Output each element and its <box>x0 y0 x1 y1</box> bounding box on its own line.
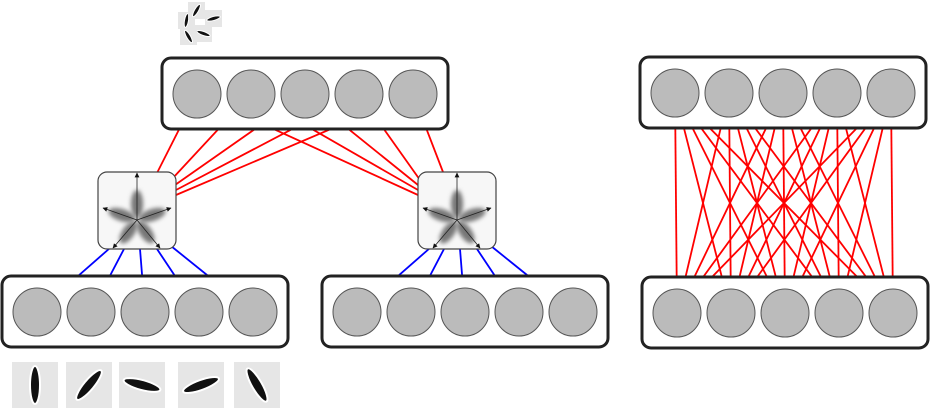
unit-node <box>760 288 810 338</box>
tuning-lobe <box>119 221 138 244</box>
oriented-bar-patch-icon <box>119 362 165 408</box>
unit-node <box>120 287 170 337</box>
unit-node <box>706 288 756 338</box>
oriented-bar <box>245 367 269 403</box>
unit-node <box>172 69 222 119</box>
unit-node <box>650 68 700 118</box>
oriented-bar <box>182 375 220 395</box>
oriented-bar <box>206 15 221 22</box>
tuning-lobe <box>138 207 166 223</box>
arrow-icon <box>136 207 172 221</box>
unit-node <box>228 287 278 337</box>
unit-node <box>494 287 544 337</box>
unit-node <box>868 288 918 338</box>
tuning-lobe <box>428 207 456 223</box>
oriented-bar-patch-icon <box>66 362 112 408</box>
orientation-pooling-icon <box>97 171 177 250</box>
oriented-bar-patch-icon <box>234 362 280 408</box>
unit-node <box>440 287 490 337</box>
tuning-lobe <box>136 221 155 244</box>
input-layer-right <box>640 275 930 350</box>
oriented-bar-patch-icon <box>178 362 224 408</box>
arrow-icon <box>136 219 161 249</box>
tuning-lobe <box>458 207 486 223</box>
input-layer-middle <box>320 274 610 349</box>
unit-node <box>758 68 808 118</box>
unit-node <box>652 288 702 338</box>
oriented-bar-patch-icon <box>195 25 212 42</box>
unit-node <box>548 287 598 337</box>
tuning-lobe <box>439 221 458 244</box>
top-layer-left <box>160 56 450 131</box>
oriented-bar <box>75 369 103 401</box>
oriented-bar <box>122 377 162 393</box>
tuning-lobe <box>108 207 136 223</box>
unit-node <box>12 287 62 337</box>
oriented-bar <box>184 29 193 44</box>
top-layer-right <box>638 55 928 130</box>
unit-node <box>866 68 916 118</box>
oriented-bar-patch-icon <box>180 28 197 45</box>
unit-node <box>812 68 862 118</box>
unit-node <box>814 288 864 338</box>
arrow-icon <box>102 207 138 221</box>
arrow-icon <box>456 207 492 221</box>
unit-node <box>226 69 276 119</box>
oriented-bar <box>183 13 190 28</box>
input-layer-left <box>0 274 290 349</box>
orientation-pooling-icon <box>417 171 497 250</box>
unit-node <box>334 69 384 119</box>
arrow-icon <box>422 207 458 221</box>
tuning-lobe <box>456 221 475 244</box>
unit-node <box>174 287 224 337</box>
oriented-bar-patch-icon <box>205 10 222 27</box>
arrow-icon <box>112 219 138 249</box>
unit-node <box>66 287 116 337</box>
unit-node <box>386 287 436 337</box>
unit-node <box>388 69 438 119</box>
arrow-icon <box>432 219 458 249</box>
arrow-icon <box>456 219 481 249</box>
oriented-bar-patch-icon <box>188 2 205 19</box>
oriented-bar-patch-icon <box>12 362 58 408</box>
unit-node <box>704 68 754 118</box>
unit-node <box>280 69 330 119</box>
oriented-bar <box>29 365 41 405</box>
oriented-bar <box>192 3 201 18</box>
unit-node <box>332 287 382 337</box>
